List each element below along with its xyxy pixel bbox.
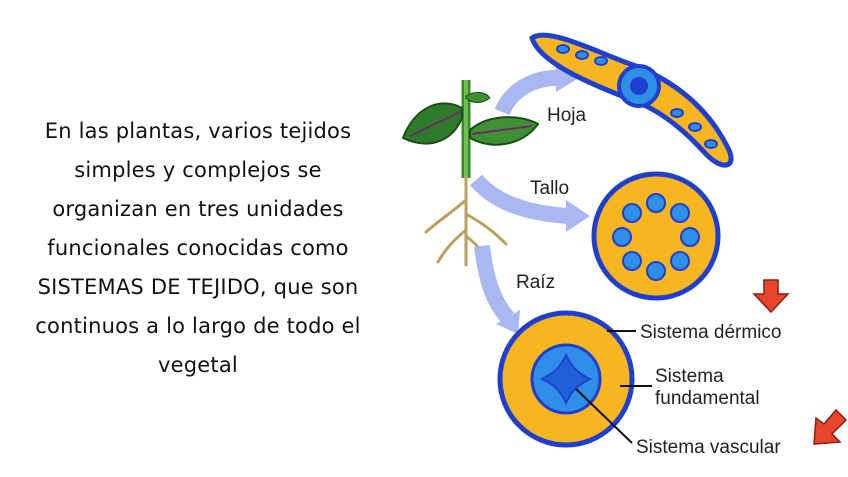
pointer-arrow-diagonal-icon bbox=[813, 408, 848, 445]
intro-line: vegetal bbox=[158, 353, 238, 377]
label-ground-system-line1: Sistema bbox=[655, 366, 724, 387]
label-vascular-system: Sistema vascular bbox=[636, 437, 781, 458]
label-root: Raíz bbox=[516, 272, 555, 293]
intro-line: continuos a lo largo de todo el bbox=[35, 314, 361, 338]
intro-line: simples y complejos se bbox=[74, 158, 322, 182]
label-ground-system-line2: fundamental bbox=[655, 388, 760, 409]
leaf-right bbox=[469, 116, 540, 146]
intro-line: SISTEMAS DE TEJIDO, que son bbox=[37, 275, 359, 299]
plant-illustration bbox=[401, 80, 540, 267]
label-leaf: Hoja bbox=[547, 105, 587, 126]
intro-line: organizan en tres unidades bbox=[52, 197, 344, 221]
label-stem: Tallo bbox=[530, 178, 569, 199]
pointer-arrow-down-icon bbox=[752, 279, 790, 314]
intro-line: funcionales conocidas como bbox=[47, 236, 349, 260]
label-dermal-system: Sistema dérmico bbox=[640, 322, 782, 343]
leaf-left bbox=[401, 102, 463, 145]
organ-arrows bbox=[469, 60, 590, 334]
intro-text: En las plantas, varios tejidos simples y… bbox=[12, 112, 384, 385]
leaf-cross-section bbox=[529, 32, 734, 168]
intro-line: En las plantas, varios tejidos bbox=[44, 119, 352, 143]
leader-lines bbox=[575, 330, 652, 444]
stem-cross-section bbox=[591, 171, 721, 301]
